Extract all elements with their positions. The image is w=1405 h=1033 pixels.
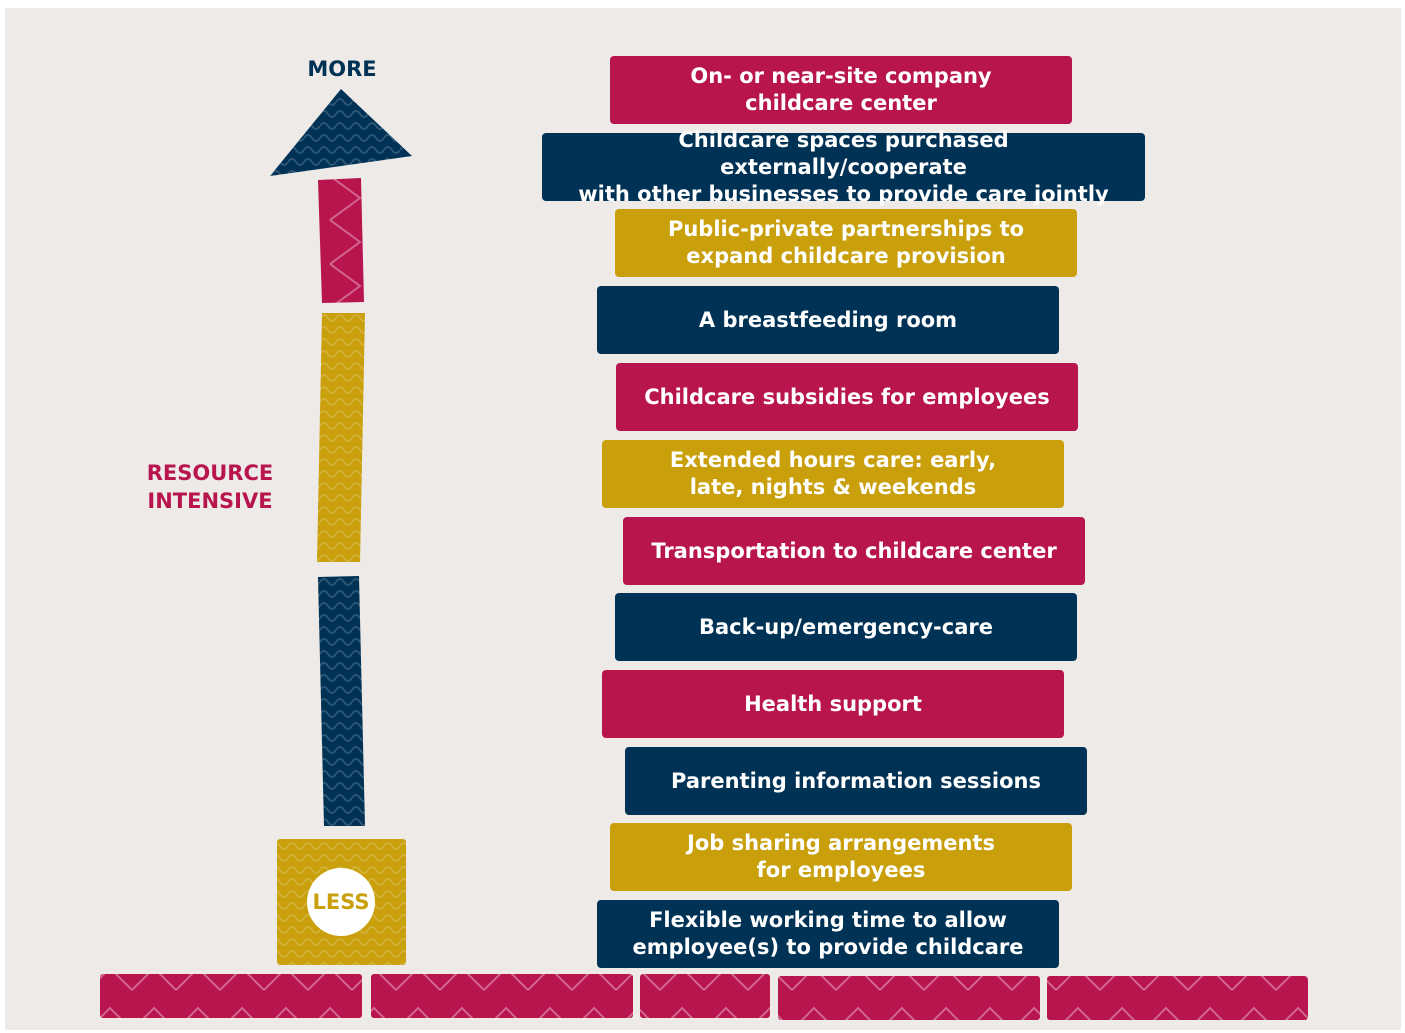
arrow-segment-gold — [317, 313, 365, 562]
block-line: Transportation to childcare center — [651, 538, 1057, 563]
block-line: Childcare subsidies for employees — [644, 384, 1050, 409]
resource-intensive-line1: RESOURCE — [146, 461, 274, 485]
floor-strip — [100, 974, 1308, 1020]
block-line: expand childcare provision — [686, 244, 1006, 268]
arrow-base-square — [277, 839, 406, 965]
block-line: Extended hours care: early, — [669, 448, 997, 472]
block-parenting-information-sessions: Parenting information sessions — [625, 747, 1087, 815]
block-public-private-partnerships: Public-private partnerships to expand ch… — [615, 209, 1077, 277]
block-extended-hours-care: Extended hours care: early, late, nights… — [602, 440, 1064, 508]
less-label: LESS — [312, 890, 370, 914]
resource-intensive-label: RESOURCE INTENSIVE — [110, 459, 310, 515]
block-line: employee(s) to provide childcare — [632, 935, 1024, 959]
block-childcare-subsidies: Childcare subsidies for employees — [616, 363, 1078, 431]
block-line: with other businesses to provide care jo… — [578, 181, 1109, 206]
less-circle — [307, 868, 375, 936]
block-transportation: Transportation to childcare center — [623, 517, 1085, 585]
block-line: childcare center — [745, 91, 937, 115]
block-line: Public-private partnerships to — [667, 217, 1025, 241]
more-label: MORE — [307, 57, 377, 81]
block-line: Health support — [744, 691, 922, 716]
block-health-support: Health support — [602, 670, 1064, 738]
block-onsite-childcare-center: On- or near-site company childcare cente… — [610, 56, 1072, 124]
block-line: Parenting information sessions — [671, 768, 1041, 793]
block-line: for employees — [756, 858, 926, 882]
block-line: Job sharing arrangements — [687, 831, 995, 855]
block-job-sharing: Job sharing arrangements for employees — [610, 823, 1072, 891]
block-backup-emergency-care: Back-up/emergency-care — [615, 593, 1077, 661]
block-line: Back-up/emergency-care — [699, 614, 993, 639]
block-line: Childcare spaces purchased externally/co… — [678, 127, 1009, 179]
arrow-segment-navy — [318, 576, 365, 826]
block-line: A breastfeeding room — [698, 307, 958, 332]
block-line: late, nights & weekends — [689, 475, 977, 499]
block-line: Flexible working time to allow — [649, 908, 1007, 932]
block-flexible-working-time: Flexible working time to allow employee(… — [597, 900, 1059, 968]
resource-intensive-line2: INTENSIVE — [147, 489, 273, 513]
block-line: On- or near-site company — [690, 64, 992, 88]
arrow-segment-crimson — [318, 178, 364, 303]
block-childcare-spaces-purchased: Childcare spaces purchased externally/co… — [542, 128, 1145, 206]
block-breastfeeding-room: A breastfeeding room — [597, 286, 1059, 354]
arrowhead-shape — [270, 89, 412, 176]
